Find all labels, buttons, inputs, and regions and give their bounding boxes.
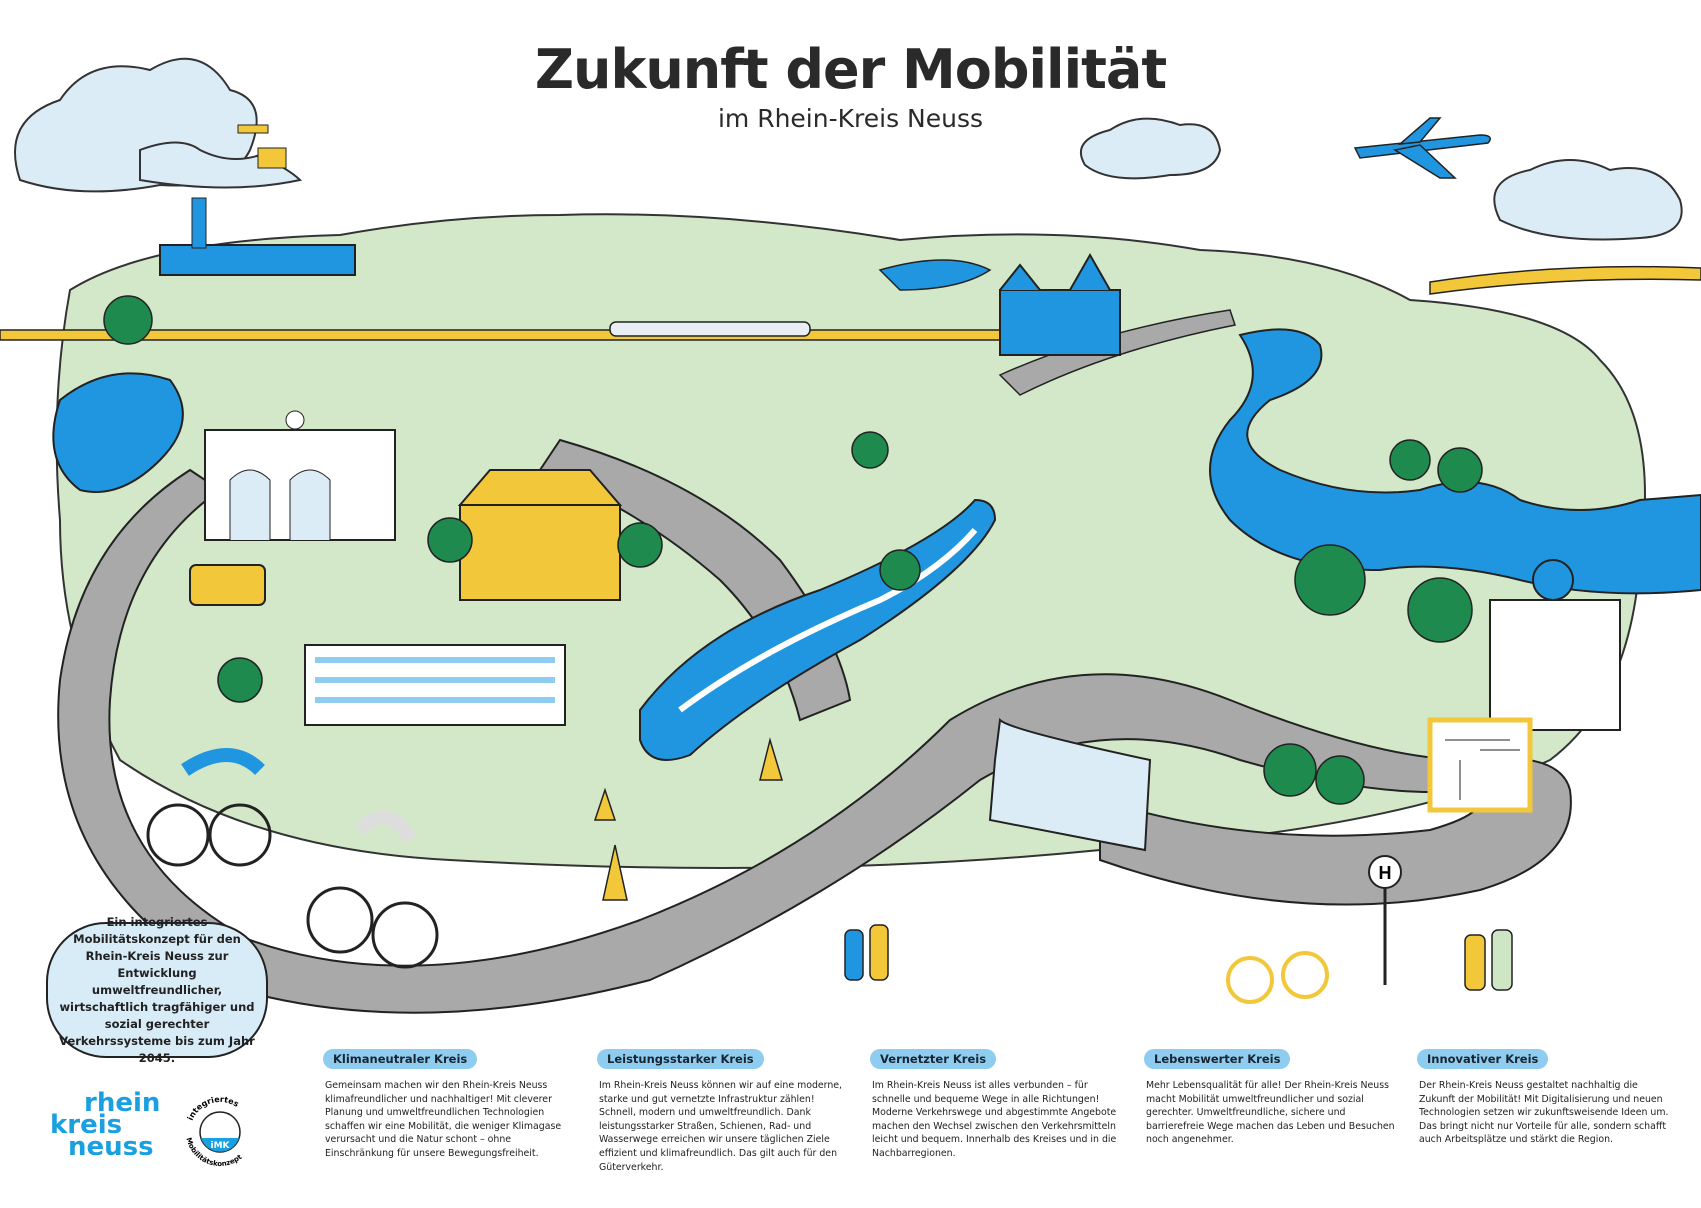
rhein-kreis-neuss-logo: rhein kreis neuss [50,1088,161,1162]
page-subtitle: im Rhein-Kreis Neuss [717,104,984,133]
pond [52,372,184,493]
column-innovativ: Innovativer Kreis Der Rhein-Kreis Neuss … [1417,1048,1672,1147]
column-vernetzt: Vernetzter Kreis Im Rhein-Kreis Neuss is… [870,1048,1125,1161]
cathedral [999,252,1121,356]
imk-logo-center: iMK [210,1141,230,1151]
logo-word: kreis [50,1110,123,1140]
rail-viaduct [1429,265,1701,295]
page-title: Zukunft der Mobilität [534,38,1167,101]
airplane-icon [1353,117,1491,179]
column-leistungsstark: Leistungsstarker Kreis Im Rhein-Kreis Ne… [597,1048,852,1174]
cloud [1079,117,1222,180]
train-upper [609,321,811,337]
cloud [1493,159,1683,241]
column-text: Im Rhein-Kreis Neuss können wir auf eine… [599,1080,843,1173]
column-klimaneutral: Klimaneutraler Kreis Gemeinsam machen wi… [323,1048,578,1161]
parked-bicycle [1226,951,1329,1004]
column-text: Gemeinsam machen wir den Rhein-Kreis Neu… [325,1080,562,1159]
column-heading: Klimaneutraler Kreis [323,1049,478,1069]
river [1209,328,1701,595]
people [844,924,1513,991]
cyclist [306,810,439,969]
bus [988,717,1152,852]
bus-stop-sign-label: H [1379,863,1392,883]
column-text: Mehr Lebensqualität für alle! Der Rhein-… [1146,1080,1395,1146]
rail-viaduct [0,329,1001,341]
office-building [304,644,566,726]
factory [159,197,356,276]
bus-stop-sign [1368,855,1402,985]
cyclist [146,748,272,867]
logo-word: rhein [84,1088,161,1118]
map-board [1427,717,1533,813]
imk-logo: integriertes Mobilitätskonzept iMK [185,1095,244,1168]
column-heading: Leistungsstarker Kreis [597,1049,764,1069]
column-heading: Vernetzter Kreis [870,1049,997,1069]
speech-bubble: Ein integriertes Mobilitätskonzept für d… [46,915,268,1065]
station-building [204,410,396,541]
castle [457,469,623,601]
logo-word: neuss [68,1132,154,1162]
speech-bubble-text: Ein integriertes Mobilitätskonzept für d… [59,914,255,1065]
tree [103,295,1483,805]
column-heading: Innovativer Kreis [1417,1049,1549,1069]
column-lebenswert: Lebenswerter Kreis Mehr Lebensqualität f… [1144,1048,1399,1147]
road [57,468,1572,1014]
river [878,259,992,291]
office-building [1489,559,1621,731]
bus-yellow [189,564,266,606]
column-heading: Lebenswerter Kreis [1144,1049,1291,1069]
column-text: Der Rhein-Kreis Neuss gestaltet nachhalt… [1419,1080,1669,1146]
column-text: Im Rhein-Kreis Neuss ist alles verbunden… [872,1080,1117,1159]
traffic-cone [593,737,784,901]
drone-icon [237,124,287,169]
